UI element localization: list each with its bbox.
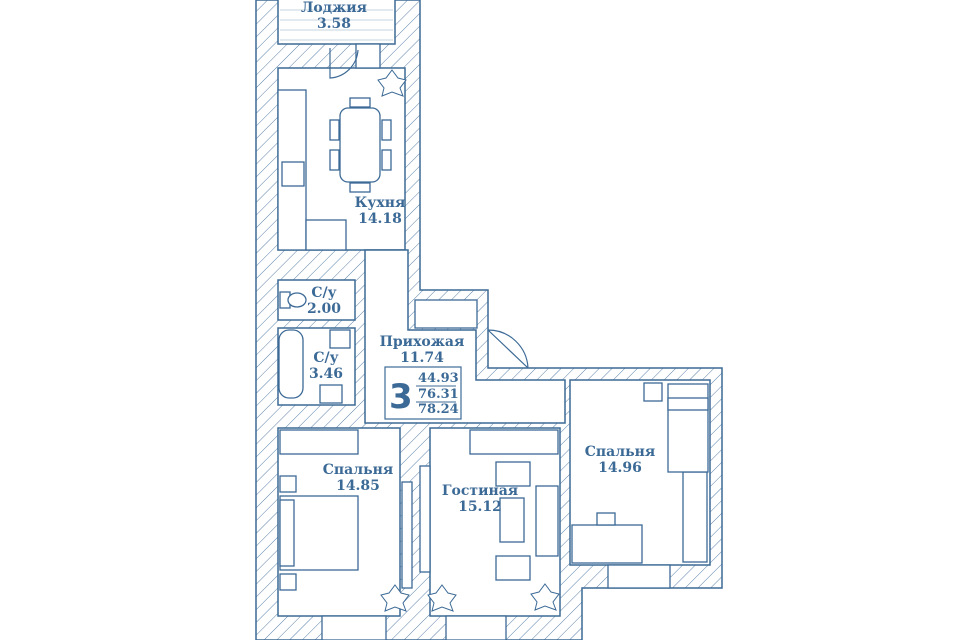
- window: [607, 564, 671, 589]
- bath2-name: С/у: [313, 350, 338, 366]
- rooms-count: 3: [389, 377, 413, 417]
- wardrobe: [682, 471, 708, 563]
- hall-area: 11.74: [400, 350, 444, 366]
- door-loggia: [329, 48, 359, 79]
- wardrobe: [414, 299, 478, 329]
- sofa: [535, 485, 559, 557]
- bedroom-left-area: 14.85: [336, 478, 380, 494]
- hall-name: Прихожая: [380, 334, 465, 350]
- room-loggia: [277, 0, 396, 45]
- wardrobe: [401, 481, 413, 589]
- kitchen-area: 14.18: [358, 211, 402, 227]
- bedroom-left-name: Спальня: [323, 462, 393, 478]
- washbasin: [319, 384, 343, 404]
- bathtub: [278, 329, 304, 399]
- bedroom-right-area: 14.96: [598, 460, 642, 476]
- kitchen-name: Кухня: [355, 195, 406, 211]
- living-area-total: 44.93: [418, 371, 459, 386]
- nightstand: [279, 573, 297, 591]
- coffee-table: [499, 497, 525, 543]
- bath1-name: С/у: [311, 285, 336, 301]
- bath1-area: 2.00: [307, 301, 341, 317]
- loggia-area: 3.58: [317, 16, 351, 32]
- nightstand: [643, 382, 663, 402]
- door-entrance: [487, 329, 529, 369]
- window: [321, 615, 387, 640]
- bedroom-right-name: Спальня: [585, 444, 655, 460]
- nightstand: [279, 475, 297, 493]
- wardrobe: [279, 429, 359, 455]
- wardrobe: [419, 465, 431, 573]
- plant-icon: [377, 69, 560, 612]
- bed: [667, 383, 709, 473]
- desk: [571, 524, 643, 564]
- living-name: Гостиная: [442, 483, 518, 499]
- dining-table: [339, 107, 381, 183]
- stove: [281, 161, 305, 187]
- window: [445, 615, 507, 640]
- loggia-name: Лоджия: [301, 0, 367, 16]
- total-area-with-loggia: 78.24: [418, 402, 459, 417]
- summary-box: [384, 366, 462, 420]
- sink: [305, 219, 347, 251]
- chair: [596, 512, 616, 526]
- living-area: 15.12: [458, 499, 502, 515]
- window: [355, 43, 381, 69]
- armchair: [495, 555, 531, 581]
- armchair: [495, 461, 531, 487]
- wardrobe: [469, 429, 559, 455]
- total-area: 76.31: [418, 387, 459, 402]
- bath2-area: 3.46: [309, 366, 343, 382]
